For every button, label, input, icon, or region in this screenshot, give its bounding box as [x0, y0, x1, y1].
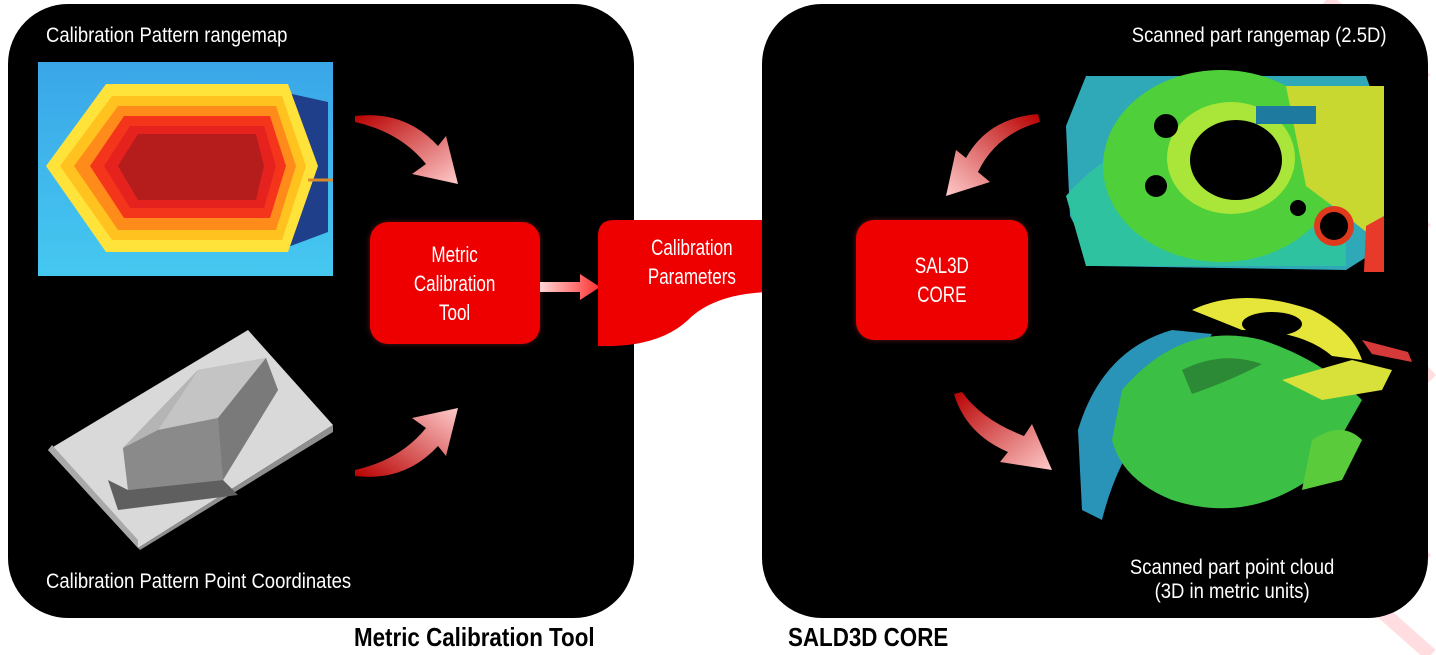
point-cloud-caption-line-2: (3D in metric units)	[1154, 580, 1310, 603]
metric-tool-line-2: Calibration	[414, 270, 496, 296]
core-line-2: CORE	[917, 282, 967, 307]
curved-arrow-down-left-icon	[946, 114, 1040, 196]
scanned-part-point-cloud-image	[1062, 290, 1422, 534]
calibration-rangemap-image	[38, 62, 333, 276]
arrow-right-icon	[540, 274, 600, 300]
calibration-rangemap-caption: Calibration Pattern rangemap	[46, 24, 288, 47]
calibration-pattern-3d-image	[48, 330, 333, 550]
calibration-params-line-2: Parameters	[647, 264, 737, 289]
curved-arrow-down-icon	[355, 115, 458, 184]
point-cloud-caption: Scanned part point cloud (3D in metric u…	[1130, 556, 1334, 604]
calibration-point-coordinates-caption: Calibration Pattern Point Coordinates	[46, 570, 352, 593]
core-line-1: SAL3D	[915, 253, 969, 278]
sal3d-core-box: SAL3D CORE	[856, 220, 1028, 340]
curved-arrow-down-right-icon	[954, 392, 1052, 470]
scanned-part-rangemap-image	[1066, 66, 1390, 272]
metric-calibration-tool-box: Metric Calibration Tool	[370, 222, 540, 344]
metric-tool-line-3: Tool	[439, 299, 471, 325]
calibration-params-line-1: Calibration	[651, 235, 733, 260]
curved-arrow-up-icon	[355, 408, 458, 477]
calibration-parameters-box: Calibration Parameters	[598, 222, 786, 302]
point-cloud-caption-line-1: Scanned part point cloud	[1129, 556, 1334, 579]
calibration-parameters-shape	[598, 220, 786, 347]
scanned-rangemap-caption: Scanned part rangemap (2.5D)	[1131, 24, 1386, 47]
metric-tool-line-1: Metric	[431, 241, 479, 267]
sald3d-core-label: SALD3D CORE	[788, 622, 949, 652]
metric-calibration-tool-label: Metric Calibration Tool	[354, 622, 595, 652]
